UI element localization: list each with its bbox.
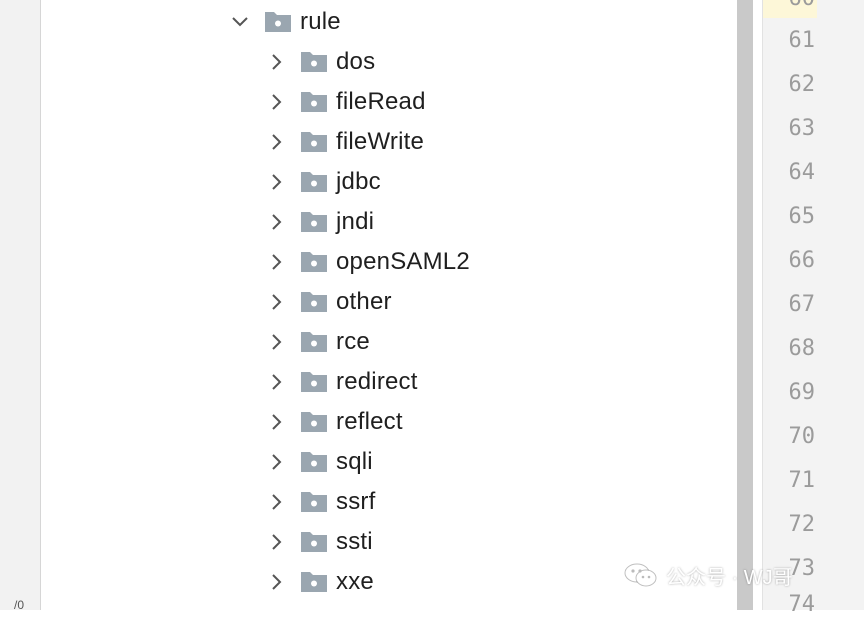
tree-node-rule[interactable]: rule — [230, 2, 341, 42]
project-tree: rule dos fileRead fileWrite jdbc jndi openSAM… — [41, 0, 737, 610]
line-number: 69 — [788, 380, 816, 405]
tree-node-label: ssrf — [336, 488, 376, 515]
chevron-right-icon[interactable] — [266, 332, 286, 352]
watermark: 公众号 · WJ哥 — [624, 560, 793, 590]
package-folder-icon — [265, 12, 291, 32]
line-number: 62 — [788, 72, 816, 97]
package-folder-icon — [301, 452, 327, 472]
package-folder-icon — [301, 332, 327, 352]
chevron-right-icon[interactable] — [266, 252, 286, 272]
tree-node-opensaml2[interactable]: openSAML2 — [266, 242, 470, 282]
package-folder-icon — [301, 492, 327, 512]
chevron-right-icon[interactable] — [266, 292, 286, 312]
tree-node-label: sqli — [336, 448, 373, 475]
line-number-partial-bottom: 74 — [788, 592, 816, 617]
tree-node-label: openSAML2 — [336, 248, 470, 275]
tree-node-label: rule — [300, 8, 341, 35]
package-folder-icon — [301, 52, 327, 72]
tree-node-label: ssti — [336, 528, 373, 555]
left-panel-strip: /0 — [0, 0, 41, 612]
tree-node-dos[interactable]: dos — [266, 42, 375, 82]
tree-node-jndi[interactable]: jndi — [266, 202, 374, 242]
line-number: 73 — [788, 556, 816, 581]
package-folder-icon — [301, 92, 327, 112]
tree-node-label: dos — [336, 48, 376, 75]
tree-node-label: rce — [336, 328, 370, 355]
chevron-right-icon[interactable] — [266, 492, 286, 512]
line-number: 66 — [788, 248, 816, 273]
tree-node-jdbc[interactable]: jdbc — [266, 162, 381, 202]
line-number-partial-top: 60 — [763, 0, 816, 11]
editor-line-gutter: 60 61 62 63 64 65 66 67 68 69 70 71 72 73 74 — [762, 0, 864, 617]
tree-node-rce[interactable]: rce — [266, 322, 370, 362]
divider — [753, 0, 762, 610]
tree-node-sqli[interactable]: sqli — [266, 442, 373, 482]
package-folder-icon — [301, 172, 327, 192]
tree-node-label: reflect — [336, 408, 403, 435]
line-number: 70 — [788, 424, 816, 449]
chevron-right-icon[interactable] — [266, 172, 286, 192]
chevron-right-icon[interactable] — [266, 212, 286, 232]
line-number: 61 — [788, 28, 816, 53]
package-folder-icon — [301, 372, 327, 392]
tree-node-label: other — [336, 288, 392, 315]
tree-node-filewrite[interactable]: fileWrite — [266, 122, 424, 162]
line-number: 72 — [788, 512, 816, 537]
tree-node-xxe[interactable]: xxe — [266, 562, 374, 602]
line-number: 64 — [788, 160, 816, 185]
current-line-highlight — [763, 0, 817, 18]
package-folder-icon — [301, 252, 327, 272]
chevron-right-icon[interactable] — [266, 572, 286, 592]
vertical-scrollbar[interactable] — [737, 0, 753, 610]
tree-node-label: xxe — [336, 568, 374, 595]
tree-node-label: jndi — [336, 208, 375, 235]
package-folder-icon — [301, 132, 327, 152]
tree-node-ssti[interactable]: ssti — [266, 522, 373, 562]
tree-node-label: fileRead — [336, 88, 426, 115]
chevron-right-icon[interactable] — [266, 452, 286, 472]
line-number: 67 — [788, 292, 816, 317]
package-folder-icon — [301, 412, 327, 432]
package-folder-icon — [301, 212, 327, 232]
tree-node-reflect[interactable]: reflect — [266, 402, 403, 442]
package-folder-icon — [301, 532, 327, 552]
chevron-down-icon[interactable] — [230, 12, 250, 32]
tree-node-redirect[interactable]: redirect — [266, 362, 418, 402]
line-number: 71 — [788, 468, 816, 493]
chevron-right-icon[interactable] — [266, 412, 286, 432]
watermark-text: 公众号 · WJ哥 — [666, 566, 793, 589]
chevron-right-icon[interactable] — [266, 372, 286, 392]
tree-node-label: fileWrite — [336, 128, 425, 155]
line-number: 63 — [788, 116, 816, 141]
wechat-icon — [624, 563, 657, 587]
left-strip-partial-text: /0 — [14, 598, 25, 612]
chevron-right-icon[interactable] — [266, 92, 286, 112]
tree-node-label: jdbc — [336, 168, 381, 195]
line-number: 65 — [788, 204, 816, 229]
chevron-right-icon[interactable] — [266, 52, 286, 72]
chevron-right-icon[interactable] — [266, 132, 286, 152]
line-number: 68 — [788, 336, 816, 361]
tree-node-label: redirect — [336, 368, 418, 395]
chevron-right-icon[interactable] — [266, 532, 286, 552]
package-folder-icon — [301, 292, 327, 312]
tree-node-ssrf[interactable]: ssrf — [266, 482, 375, 522]
tree-node-other[interactable]: other — [266, 282, 392, 322]
tree-node-fileread[interactable]: fileRead — [266, 82, 426, 122]
package-folder-icon — [301, 572, 327, 592]
